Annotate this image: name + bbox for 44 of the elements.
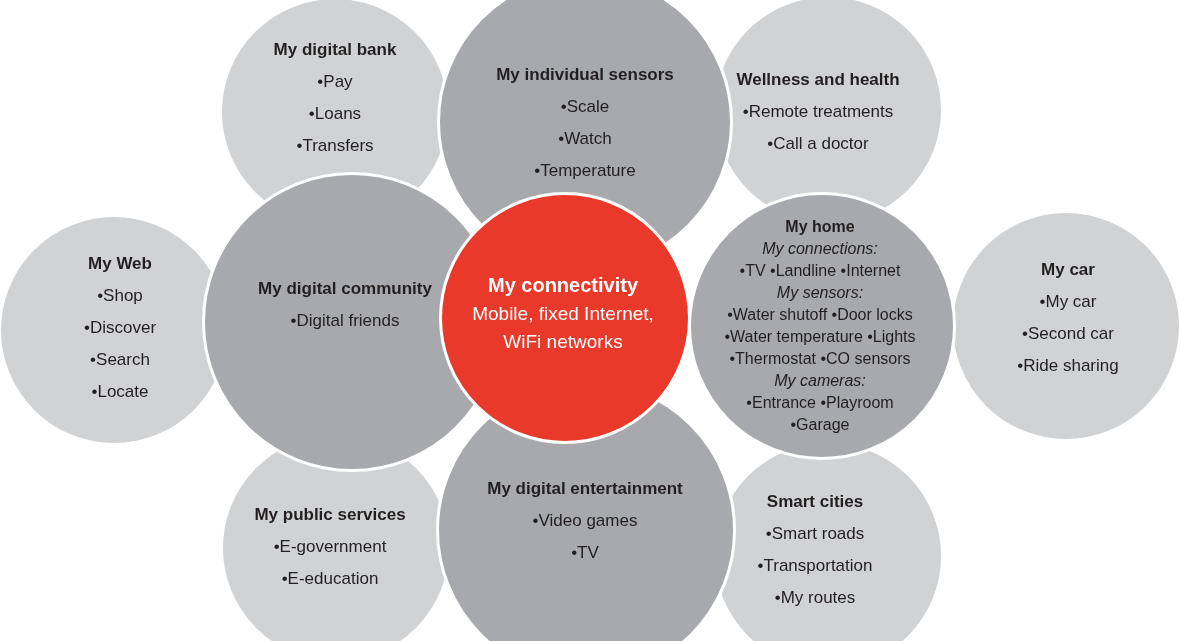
bullet-item: •TV •Landline •Internet (739, 262, 901, 279)
bullet-item: •Temperature (534, 161, 636, 180)
bullet-item: •Transportation (757, 556, 873, 575)
bullet-item: •Digital friends (290, 311, 400, 330)
bullet-item: •Smart roads (765, 524, 865, 543)
circle-heading: Wellness and health (736, 70, 900, 89)
bullet-item: •Video games (532, 511, 638, 530)
bullet-item: •Locate (91, 382, 149, 401)
bullet-item: •Shop (97, 286, 143, 305)
group-subheading: My sensors: (776, 284, 864, 301)
group-subheading: My cameras: (774, 372, 866, 389)
group-subheading: My connections: (762, 240, 878, 257)
circle-heading: Smart cities (766, 492, 864, 511)
bullet-item: •Watch (558, 129, 612, 148)
circle-heading: My Web (88, 254, 152, 273)
bullet-item: •Second car (1022, 324, 1114, 343)
circle-heading: My digital community (258, 279, 432, 298)
bullet-item: •Ride sharing (1017, 356, 1119, 375)
bullet-item: •Pay (317, 72, 353, 91)
circle-heading: My connectivity (487, 273, 638, 296)
circle-heading: My individual sensors (496, 65, 674, 84)
bullet-item: •Scale (560, 97, 610, 116)
bullet-item: •Search (90, 350, 150, 369)
bullet-item: •My car (1039, 292, 1097, 311)
bullet-item: •Transfers (296, 136, 374, 155)
bullet-item: •Water temperature •Lights (724, 328, 916, 345)
bullet-item: •E-government (273, 537, 387, 556)
circle-heading: My public services (254, 505, 406, 524)
bullet-item: •Water shutoff •Door locks (727, 306, 913, 323)
bullet-item: •E-education (281, 569, 379, 588)
circle-description: Mobile, fixed Internet, WiFi networks (471, 301, 655, 354)
bullet-item: •Call a doctor (767, 134, 869, 153)
circle-heading: My digital entertainment (487, 479, 683, 498)
bullet-item: •Loans (308, 104, 362, 123)
bullet-item: •Garage (790, 416, 850, 433)
bullet-item: •My routes (774, 588, 856, 607)
bullet-item: •TV (571, 543, 599, 562)
circle-heading: My car (1041, 260, 1095, 279)
circle-heading: My home (785, 218, 855, 235)
bullet-item: •Entrance •Playroom (746, 394, 894, 411)
bullet-item: •Thermostat •CO sensors (729, 350, 911, 367)
bullet-item: •Remote treatments (742, 102, 894, 121)
circle-heading: My digital bank (273, 40, 397, 59)
bullet-item: •Discover (83, 318, 157, 337)
